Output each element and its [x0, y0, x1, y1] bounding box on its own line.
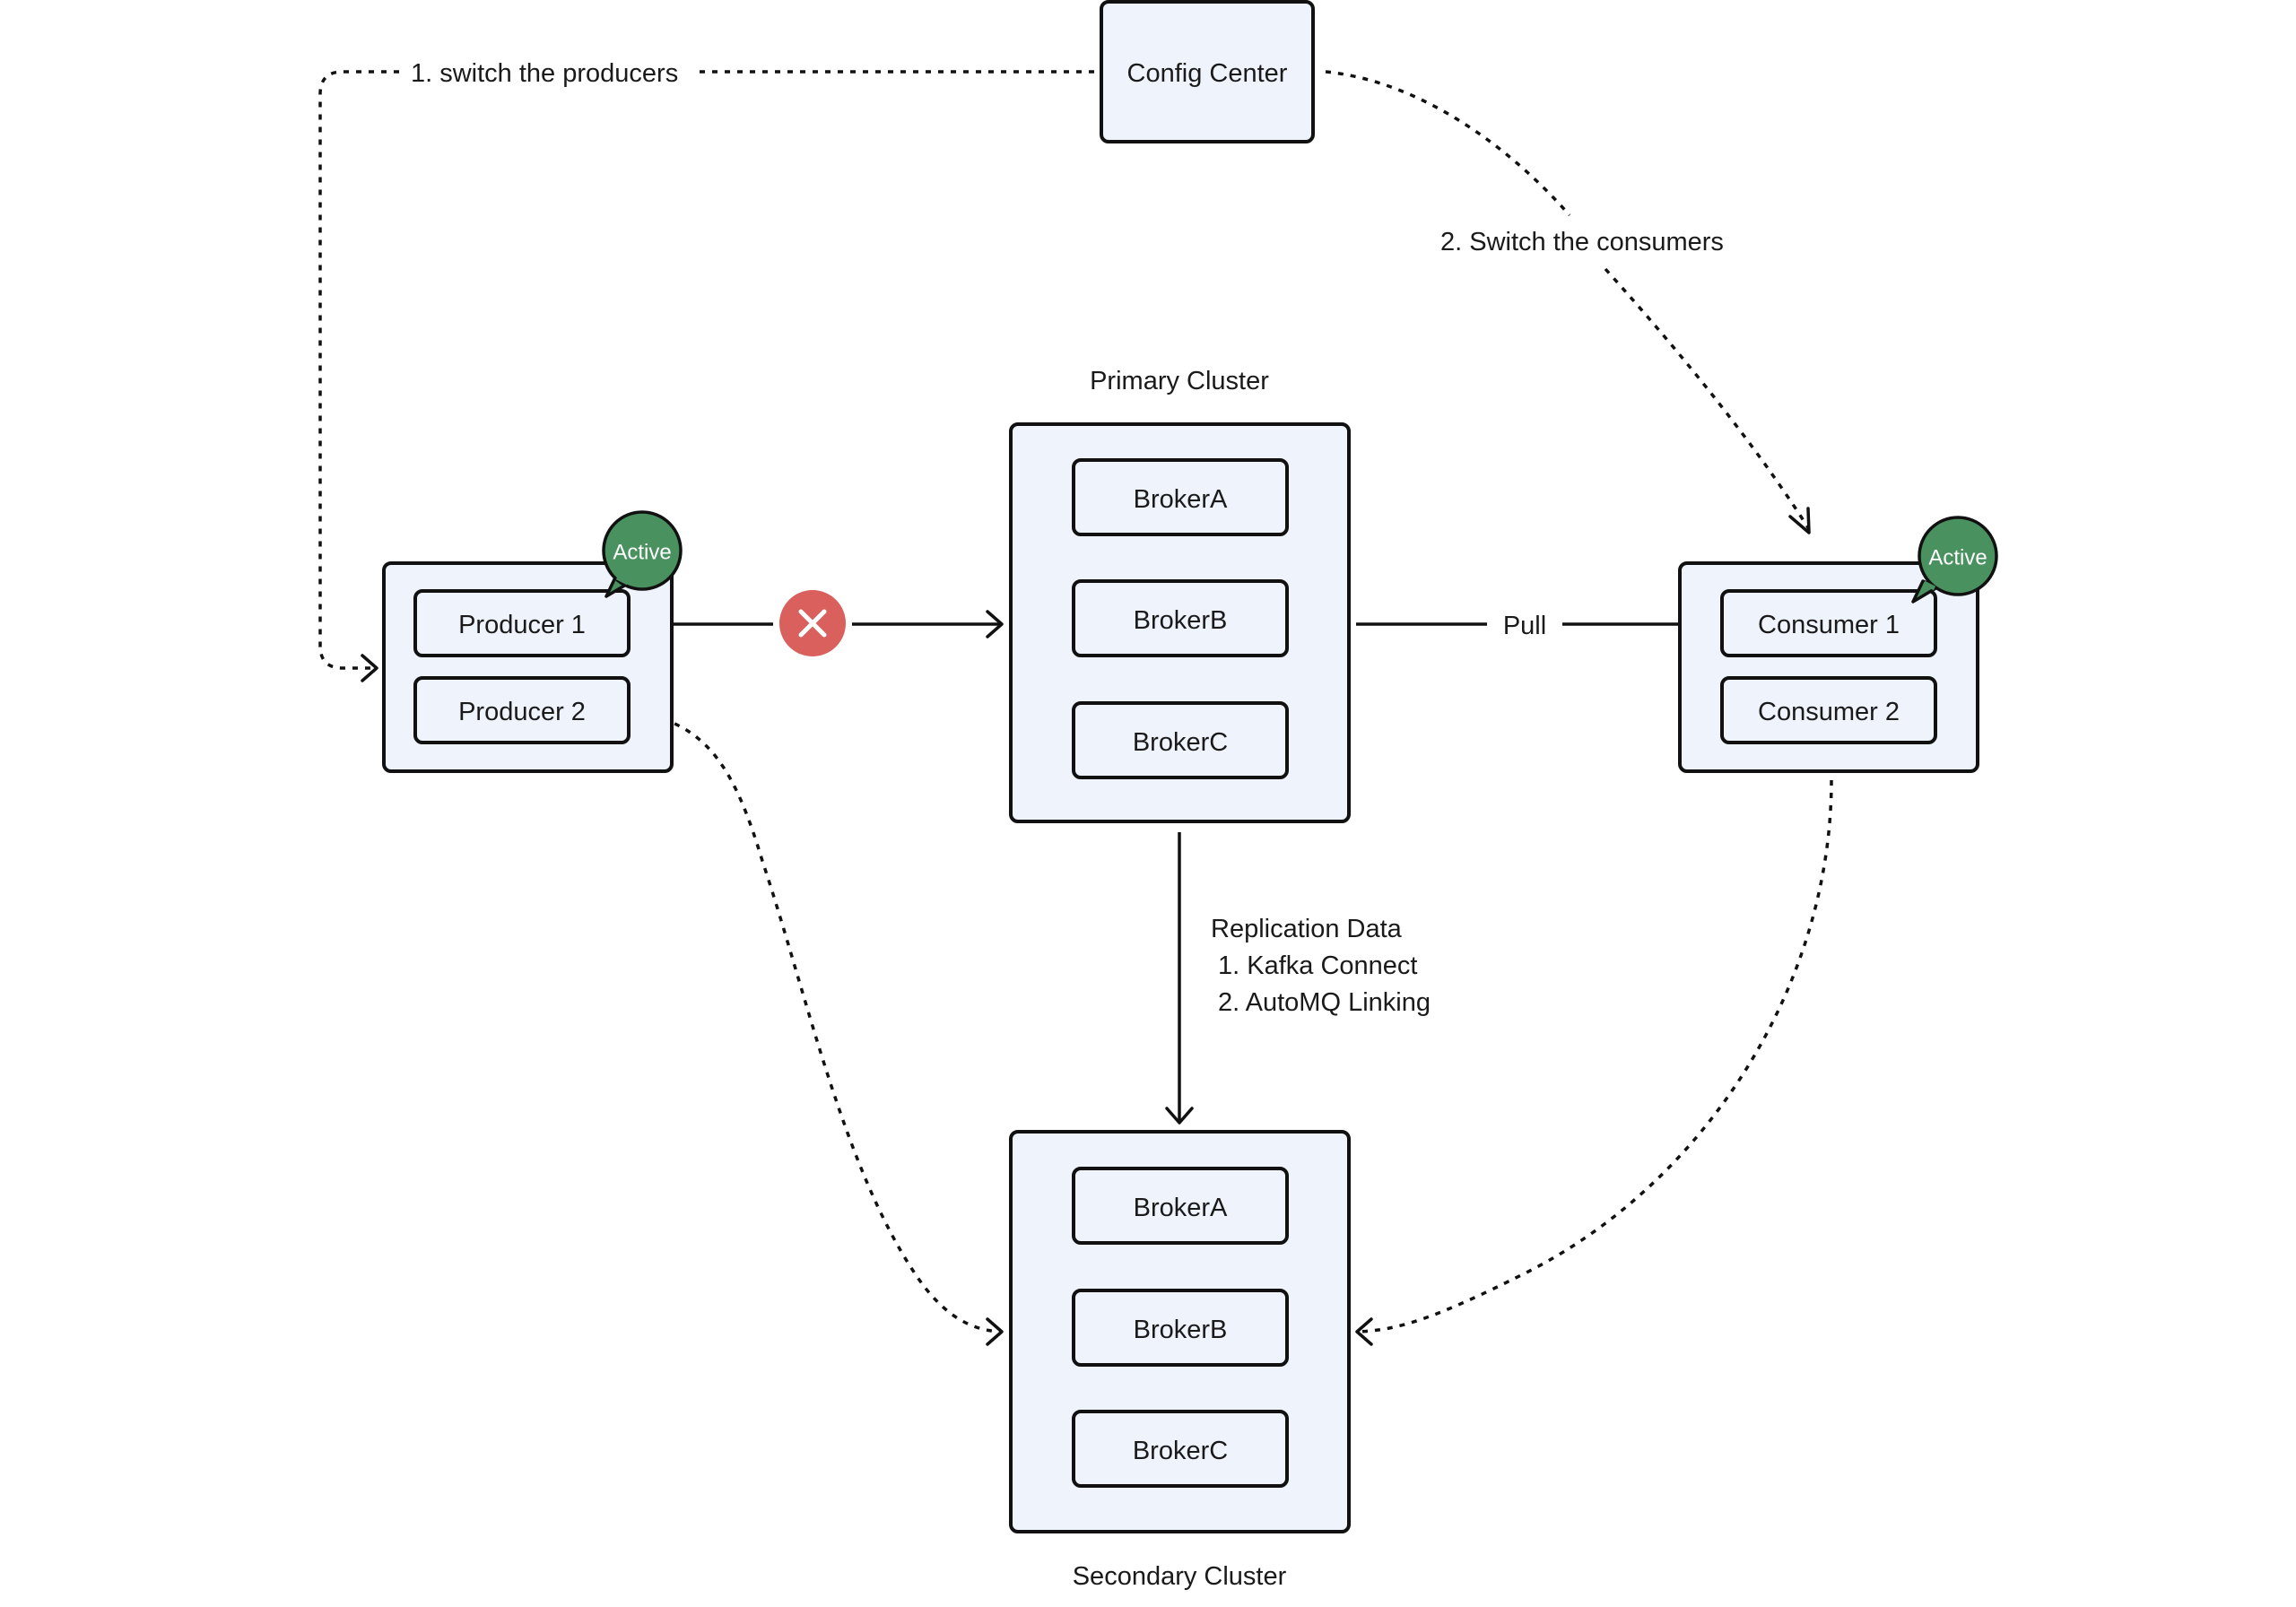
broker-label: BrokerC: [1133, 728, 1228, 757]
producer-2[interactable]: Producer 2: [413, 676, 631, 744]
producers-group[interactable]: Producer 1 Producer 2: [382, 561, 674, 773]
pull-label: Pull: [1503, 612, 1546, 640]
primary-cluster[interactable]: BrokerA BrokerB BrokerC: [1009, 422, 1351, 823]
broker-label: BrokerC: [1133, 1437, 1228, 1465]
consumers-group[interactable]: Consumer 1 Consumer 2: [1678, 561, 1979, 773]
primary-broker-b[interactable]: BrokerB: [1072, 579, 1289, 657]
consumer-label: Consumer 2: [1758, 698, 1900, 726]
secondary-cluster[interactable]: BrokerA BrokerB BrokerC: [1009, 1130, 1351, 1533]
producer-label: Producer 1: [458, 611, 586, 639]
close-icon: [779, 590, 846, 656]
primary-broker-c[interactable]: BrokerC: [1072, 701, 1289, 779]
secondary-broker-b[interactable]: BrokerB: [1072, 1289, 1289, 1367]
primary-broker-a[interactable]: BrokerA: [1072, 458, 1289, 536]
config-center-label: Config Center: [1127, 59, 1288, 88]
active-badge-label: Active: [1928, 546, 1987, 570]
secondary-cluster-title: Secondary Cluster: [1073, 1562, 1287, 1591]
secondary-broker-a[interactable]: BrokerA: [1072, 1167, 1289, 1245]
edge-switch-producers: 1. switch the producers: [318, 59, 1094, 682]
broker-label: BrokerA: [1134, 485, 1228, 514]
edge-pull: Pull: [1356, 610, 1717, 640]
producer-label: Producer 2: [458, 698, 586, 726]
edge-switch-consumers: 2. Switch the consumers: [1325, 70, 1811, 534]
consumer-1[interactable]: Consumer 1: [1720, 589, 1937, 657]
producer-1[interactable]: Producer 1: [413, 589, 631, 657]
secondary-broker-c[interactable]: BrokerC: [1072, 1410, 1289, 1488]
edge-consumers-to-secondary: [1355, 779, 1833, 1346]
broker-label: BrokerB: [1134, 1316, 1228, 1344]
primary-cluster-title: Primary Cluster: [1090, 367, 1269, 395]
replication-title: Replication Data: [1211, 915, 1403, 943]
broker-label: BrokerA: [1134, 1194, 1228, 1222]
switch-producers-label: 1. switch the producers: [411, 59, 678, 88]
broker-label: BrokerB: [1134, 606, 1228, 635]
consumers-active-badge: Active: [1911, 516, 1998, 604]
replication-item-automq-linking: 2. AutoMQ Linking: [1218, 988, 1431, 1017]
replication-item-kafka-connect: 1. Kafka Connect: [1218, 951, 1417, 980]
edge-replication: Replication Data 1. Kafka Connect 2. Aut…: [1165, 832, 1431, 1125]
switch-consumers-label: 2. Switch the consumers: [1440, 228, 1724, 256]
active-badge-label: Active: [613, 541, 671, 565]
config-center[interactable]: Config Center: [1100, 0, 1315, 143]
producers-active-badge: Active: [602, 510, 683, 598]
consumer-label: Consumer 1: [1758, 611, 1900, 639]
edge-producer2-to-secondary: [638, 711, 1004, 1346]
consumer-2[interactable]: Consumer 2: [1720, 676, 1937, 744]
